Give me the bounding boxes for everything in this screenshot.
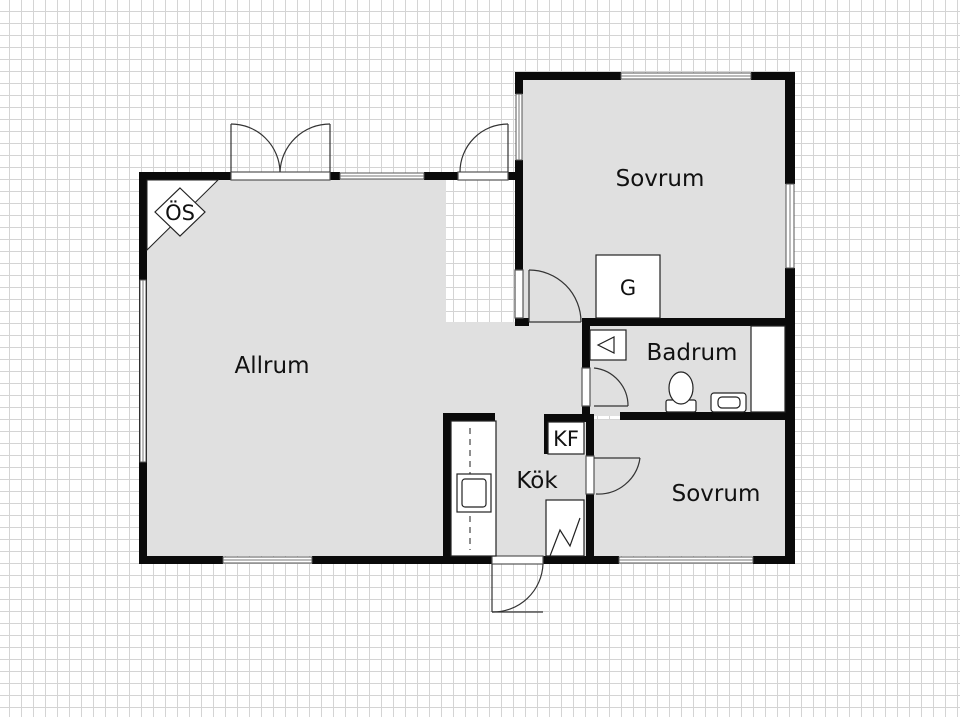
room-label-sovrum-bottom: Sovrum bbox=[672, 481, 761, 507]
toilet-bowl bbox=[668, 371, 694, 405]
wall-badrum-left-b bbox=[582, 406, 590, 420]
wall-top-c bbox=[424, 172, 458, 180]
fireplace: ÖS bbox=[146, 179, 220, 252]
door-front-opening bbox=[491, 555, 544, 565]
wall-bottom-c bbox=[543, 556, 619, 564]
wall-top-a bbox=[139, 172, 231, 180]
wall-sovrum-left-a bbox=[515, 72, 523, 94]
door-double-opening bbox=[230, 171, 331, 181]
stairs-break bbox=[549, 517, 581, 557]
door-sovrum2-opening bbox=[585, 455, 595, 495]
door-allrum-top-opening bbox=[457, 171, 509, 181]
shower bbox=[750, 325, 786, 413]
door-badrum-opening bbox=[581, 367, 591, 407]
kf-box bbox=[547, 421, 585, 455]
wall-sovrum-top-b bbox=[751, 72, 795, 80]
wall-sovrum-bottom bbox=[582, 318, 795, 326]
fireplace-label: ÖS bbox=[165, 200, 195, 225]
wall-bottom-b bbox=[312, 556, 492, 564]
g-appliance: G bbox=[595, 254, 661, 319]
g-box bbox=[595, 254, 661, 319]
room-label-kok: Kök bbox=[516, 468, 558, 494]
wall-bottom-d bbox=[753, 556, 795, 564]
wall-sovrum-left-b bbox=[515, 160, 523, 270]
wall-kitchen-top bbox=[443, 413, 495, 421]
stairs-box bbox=[545, 499, 585, 557]
wall-badrum-left-a bbox=[582, 318, 590, 368]
wall-sovrum-top-a bbox=[515, 72, 621, 80]
ventilation-box bbox=[589, 329, 627, 361]
window-sills bbox=[142, 75, 791, 561]
fireplace-diamond bbox=[154, 187, 206, 237]
sink-kitchen-inner bbox=[461, 478, 487, 508]
wall-badrum-bottom-a bbox=[544, 414, 594, 422]
room-labels: Sovrum Allrum Badrum Kök Sovrum bbox=[235, 166, 761, 507]
wall-right-a bbox=[785, 72, 795, 184]
wall-bottom-a bbox=[139, 556, 223, 564]
wall-top-b bbox=[330, 172, 340, 180]
wall-kitchen-left bbox=[443, 413, 451, 564]
room-label-sovrum-top: Sovrum bbox=[616, 166, 705, 192]
wall-kf bbox=[544, 414, 550, 454]
room-label-allrum: Allrum bbox=[235, 353, 310, 379]
wall-sovrum2-left-b bbox=[586, 494, 594, 564]
wall-badrum-bottom-b bbox=[620, 412, 795, 420]
sink-inner bbox=[717, 396, 741, 409]
door-sovrum-opening bbox=[514, 269, 524, 319]
bathroom-fixtures bbox=[589, 325, 786, 413]
wall-sovrum2-left-a bbox=[586, 414, 594, 456]
ventilation-icon bbox=[596, 336, 615, 354]
wall-sovrum-left-c bbox=[515, 318, 529, 326]
floor-allrum bbox=[145, 180, 446, 556]
g-label: G bbox=[620, 276, 636, 300]
room-label-badrum: Badrum bbox=[647, 340, 738, 366]
doors bbox=[230, 123, 641, 613]
kf-label: KF bbox=[553, 427, 579, 451]
kitchen-fixtures bbox=[450, 420, 585, 557]
